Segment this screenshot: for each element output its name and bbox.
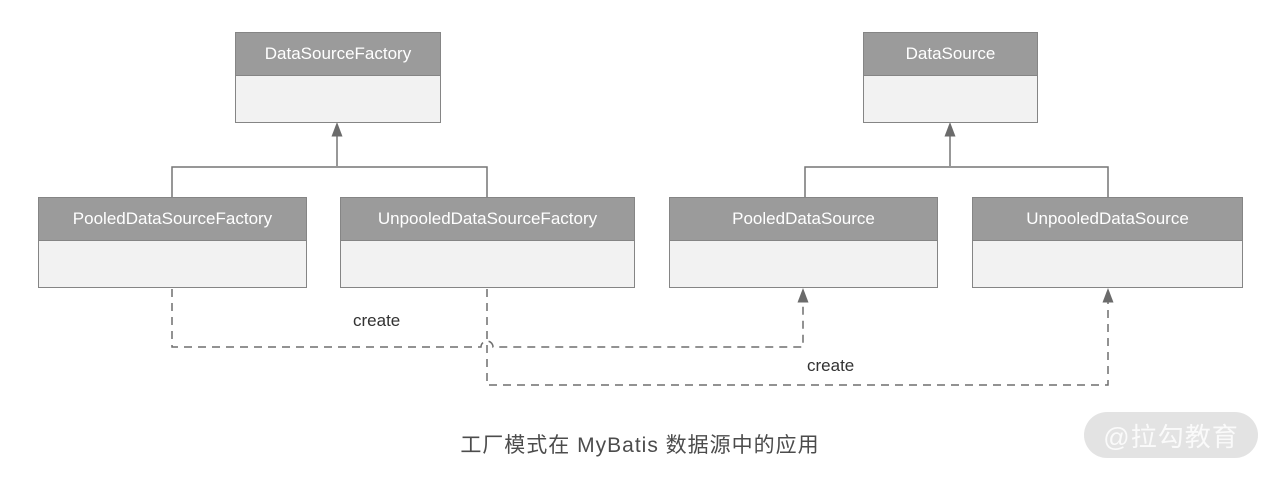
class-body-datasource — [864, 76, 1037, 122]
create-edge-unpooled — [486, 288, 1114, 386]
class-title-datasourcefactory: DataSourceFactory — [236, 33, 440, 76]
create-label-unpooled: create — [807, 356, 855, 375]
class-body-pooleddatasource — [670, 241, 937, 287]
class-title-unpooleddatasourcefactory: UnpooledDataSourceFactory — [341, 198, 634, 241]
inheritance-connector-factories — [171, 122, 488, 197]
inheritance-connector-datasources — [804, 122, 1109, 197]
create-edge-pooled — [171, 288, 809, 348]
class-body-datasourcefactory — [236, 76, 440, 122]
arrowhead-up-pooleddatasource — [797, 288, 809, 303]
watermark-badge: @拉勾教育 — [1084, 412, 1258, 458]
class-box-pooleddatasourcefactory: PooledDataSourceFactory — [38, 197, 307, 288]
class-title-unpooleddatasource: UnpooledDataSource — [973, 198, 1242, 241]
class-title-pooleddatasourcefactory: PooledDataSourceFactory — [39, 198, 306, 241]
diagram-caption: 工厂模式在 MyBatis 数据源中的应用 — [460, 434, 820, 457]
arrowhead-up-datasourcefactory — [331, 122, 343, 137]
arrowhead-up-unpooleddatasource — [1102, 288, 1114, 303]
arrowhead-up-datasource — [944, 122, 956, 137]
class-body-unpooleddatasource — [973, 241, 1242, 287]
class-box-datasource: DataSource — [863, 32, 1038, 123]
class-box-unpooleddatasourcefactory: UnpooledDataSourceFactory — [340, 197, 635, 288]
class-body-unpooleddatasourcefactory — [341, 241, 634, 287]
create-label-pooled: create — [353, 311, 401, 330]
class-title-pooleddatasource: PooledDataSource — [670, 198, 937, 241]
class-title-datasource: DataSource — [864, 33, 1037, 76]
class-body-pooleddatasourcefactory — [39, 241, 306, 287]
class-box-datasourcefactory: DataSourceFactory — [235, 32, 441, 123]
class-box-unpooleddatasource: UnpooledDataSource — [972, 197, 1243, 288]
class-box-pooleddatasource: PooledDataSource — [669, 197, 938, 288]
